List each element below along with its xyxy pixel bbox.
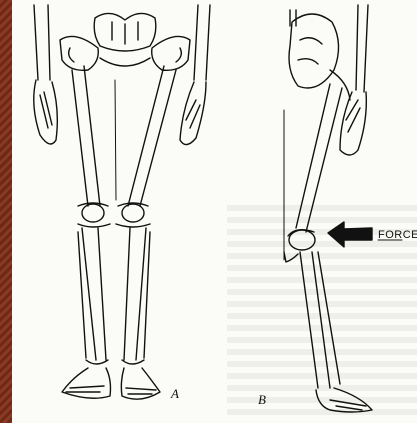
panel-b-lateral-view	[284, 5, 402, 412]
panel-a-label: A	[171, 386, 179, 402]
panel-b-label: B	[258, 392, 266, 408]
force-label: FORCE	[378, 229, 417, 241]
force-arrow	[328, 222, 372, 247]
panel-a-front-view	[34, 5, 210, 399]
